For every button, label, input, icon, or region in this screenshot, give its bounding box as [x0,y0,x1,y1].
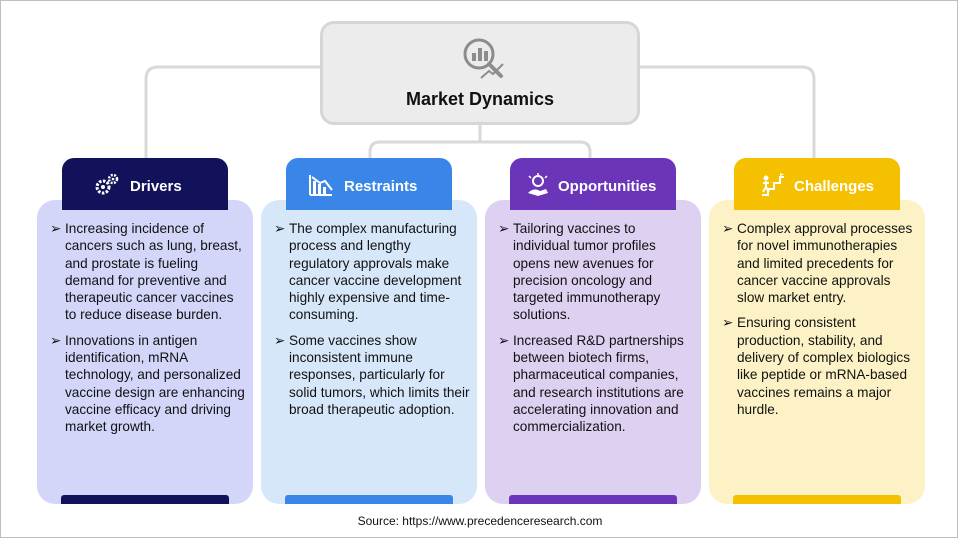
drivers-bullet-1: ➢Increasing incidence of cancers such as… [50,221,242,323]
bullet-arrow-icon: ➢ [498,221,510,236]
challenges-tab: Challenges [734,158,900,210]
bullet-arrow-icon: ➢ [274,332,286,348]
restraints-bottom-bar [285,495,453,504]
restraints-card: ➢The complex manufacturing process and l… [261,200,477,504]
challenges-bottom-bar [733,495,901,504]
restraints-bullet-2: ➢Some vaccines show inconsistent immune … [274,332,470,417]
challenges-card: ➢Complex approval processes for novel im… [709,200,925,504]
restraints-bullet-1: ➢The complex manufacturing process and l… [274,221,462,323]
bullet-arrow-icon: ➢ [722,221,734,236]
bullet-arrow-icon: ➢ [274,221,286,236]
source-caption: Source: https://www.precedenceresearch.c… [357,514,603,528]
chart-magnifier-icon [463,38,504,79]
drivers-bullet-2: ➢Innovations in antigen identification, … [50,332,245,435]
opportunities-bottom-bar [509,495,677,504]
challenges-title: Challenges [794,178,875,195]
bullet-arrow-icon: ➢ [722,315,734,331]
drivers-title: Drivers [130,178,182,195]
drivers-card: ➢Increasing incidence of cancers such as… [37,200,253,504]
opportunities-title: Opportunities [558,178,657,195]
connector-right [640,65,816,160]
opportunities-text: ➢Tailoring vaccines to individual tumor … [497,220,695,444]
drivers-bottom-bar [61,495,229,504]
bullet-arrow-icon: ➢ [50,332,62,348]
challenges-bullet-2: ➢Ensuring consistent production, stabili… [722,315,911,417]
lightbulb-hand-icon [528,173,548,196]
opportunities-card: ➢Tailoring vaccines to individual tumor … [485,200,701,504]
declining-chart-icon [309,175,333,196]
challenges-text: ➢Complex approval processes for novel im… [721,220,919,426]
challenges-bullet-1: ➢Complex approval processes for novel im… [722,221,913,306]
climbing-steps-icon [762,173,784,196]
gears-icon [95,173,119,195]
opportunities-tab: Opportunities [510,158,676,210]
connector-left [144,65,320,160]
restraints-text: ➢The complex manufacturing process and l… [273,220,471,426]
restraints-title: Restraints [344,178,418,195]
drivers-tab: Drivers [62,158,228,210]
opportunities-bullet-1: ➢Tailoring vaccines to individual tumor … [498,221,661,323]
page-title: Market Dynamics [405,89,555,109]
market-dynamics-box: Market Dynamics [320,21,640,125]
opportunities-bullet-2: ➢Increased R&D partnerships between biot… [498,332,684,435]
drivers-text: ➢Increasing incidence of cancers such as… [49,220,247,444]
bullet-arrow-icon: ➢ [50,221,62,236]
restraints-tab: Restraints [286,158,452,210]
bullet-arrow-icon: ➢ [498,332,510,348]
